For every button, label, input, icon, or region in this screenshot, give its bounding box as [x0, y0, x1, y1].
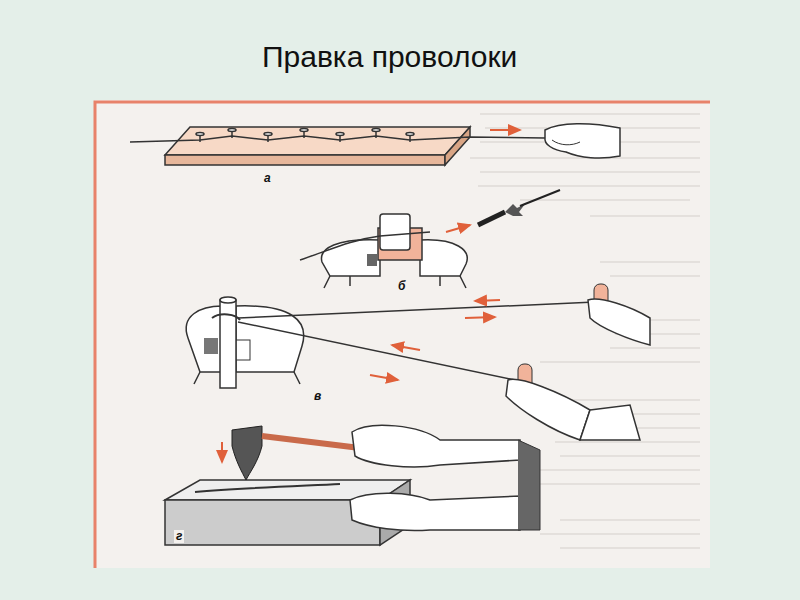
figure-letter: б	[396, 280, 407, 293]
figure-letter: в	[312, 390, 323, 403]
figure-letter: а	[262, 172, 273, 185]
page-ground	[95, 100, 710, 568]
slide-title: Правка проволоки	[262, 40, 517, 74]
rod-vise-figure	[186, 284, 650, 440]
hammer-figure	[165, 425, 540, 545]
page-border	[95, 102, 710, 568]
figure-letter: г	[174, 530, 184, 543]
board-figure	[130, 124, 620, 165]
faded-text	[470, 114, 700, 548]
vise-figure	[300, 190, 560, 288]
